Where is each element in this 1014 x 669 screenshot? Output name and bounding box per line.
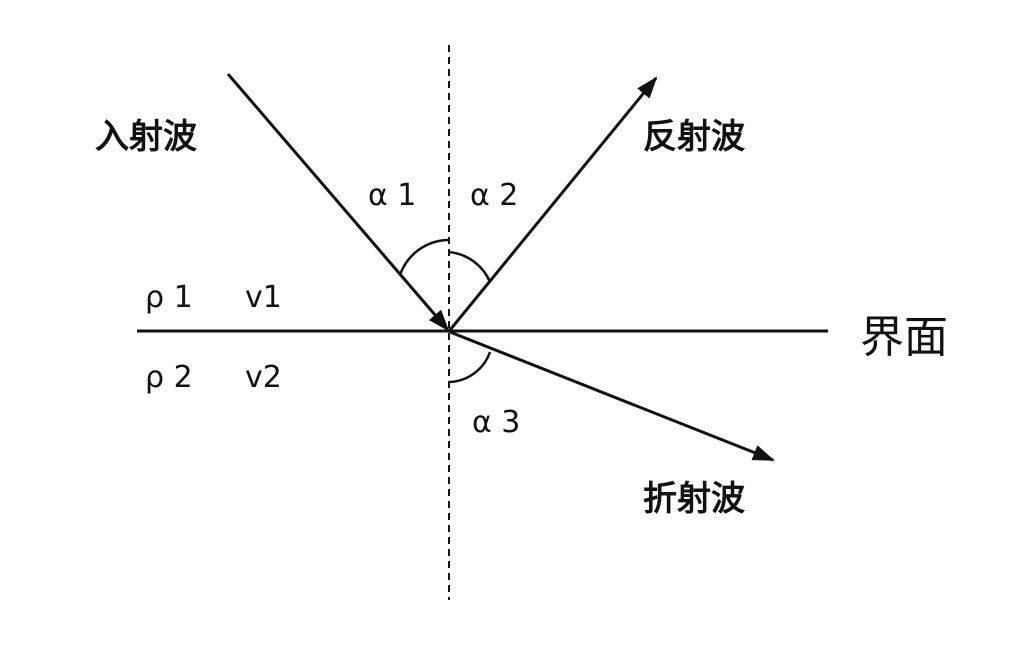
alpha1-label: α 1: [368, 178, 416, 213]
rho2-label: ρ 2: [145, 360, 193, 395]
incident-wave-label: 入射波: [95, 117, 197, 157]
v1-label: v1: [245, 280, 282, 315]
rho1-label: ρ 1: [145, 280, 193, 315]
angle-arc-alpha2: [448, 250, 492, 283]
alpha2-label: α 2: [470, 178, 518, 213]
v2-label: v2: [245, 360, 282, 395]
angle-arc-alpha3: [448, 351, 492, 384]
angle-arc-alpha1: [398, 238, 450, 276]
reflected-wave-label: 反射波: [643, 117, 745, 157]
interface-label: 界面: [860, 312, 948, 363]
reflected-ray: [448, 76, 658, 331]
alpha3-label: α 3: [472, 405, 520, 440]
refracted-wave-label: 折射波: [643, 479, 745, 519]
incident-ray: [226, 73, 450, 332]
refracted-ray: [449, 330, 775, 462]
